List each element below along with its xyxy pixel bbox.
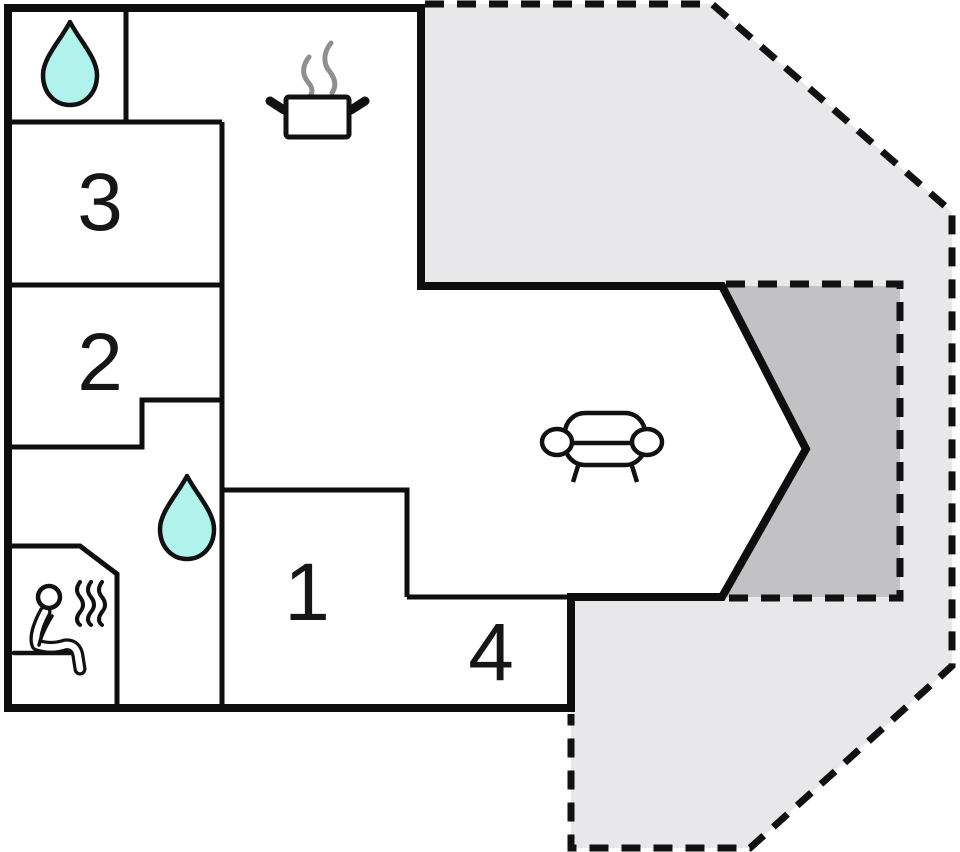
pot-steam <box>301 40 338 99</box>
veranda-dashed-border <box>726 280 904 602</box>
sauna-icon <box>11 580 107 676</box>
sofa-armrest-left <box>539 426 575 458</box>
room-4-label: 4 <box>468 607 514 698</box>
room-3-label: 3 <box>77 157 123 248</box>
sofa-legs <box>570 465 640 483</box>
pot-handles <box>265 96 370 115</box>
sofa-armrest-right <box>629 426 665 458</box>
interior-walls <box>8 8 571 708</box>
sauna-person-head <box>35 583 63 611</box>
terrace-dashed-border <box>425 0 956 852</box>
water-drop-icon <box>157 473 217 562</box>
room-2-label: 2 <box>77 317 123 408</box>
pot-body <box>283 94 352 140</box>
sauna-person-arm <box>37 614 54 647</box>
sauna-person-body-inner <box>32 608 84 673</box>
water-drop-icon <box>40 19 100 108</box>
sauna-steam <box>75 580 107 627</box>
sofa-icon <box>539 410 665 483</box>
room-1-label: 1 <box>284 547 330 638</box>
cooking-pot-icon <box>265 40 370 140</box>
